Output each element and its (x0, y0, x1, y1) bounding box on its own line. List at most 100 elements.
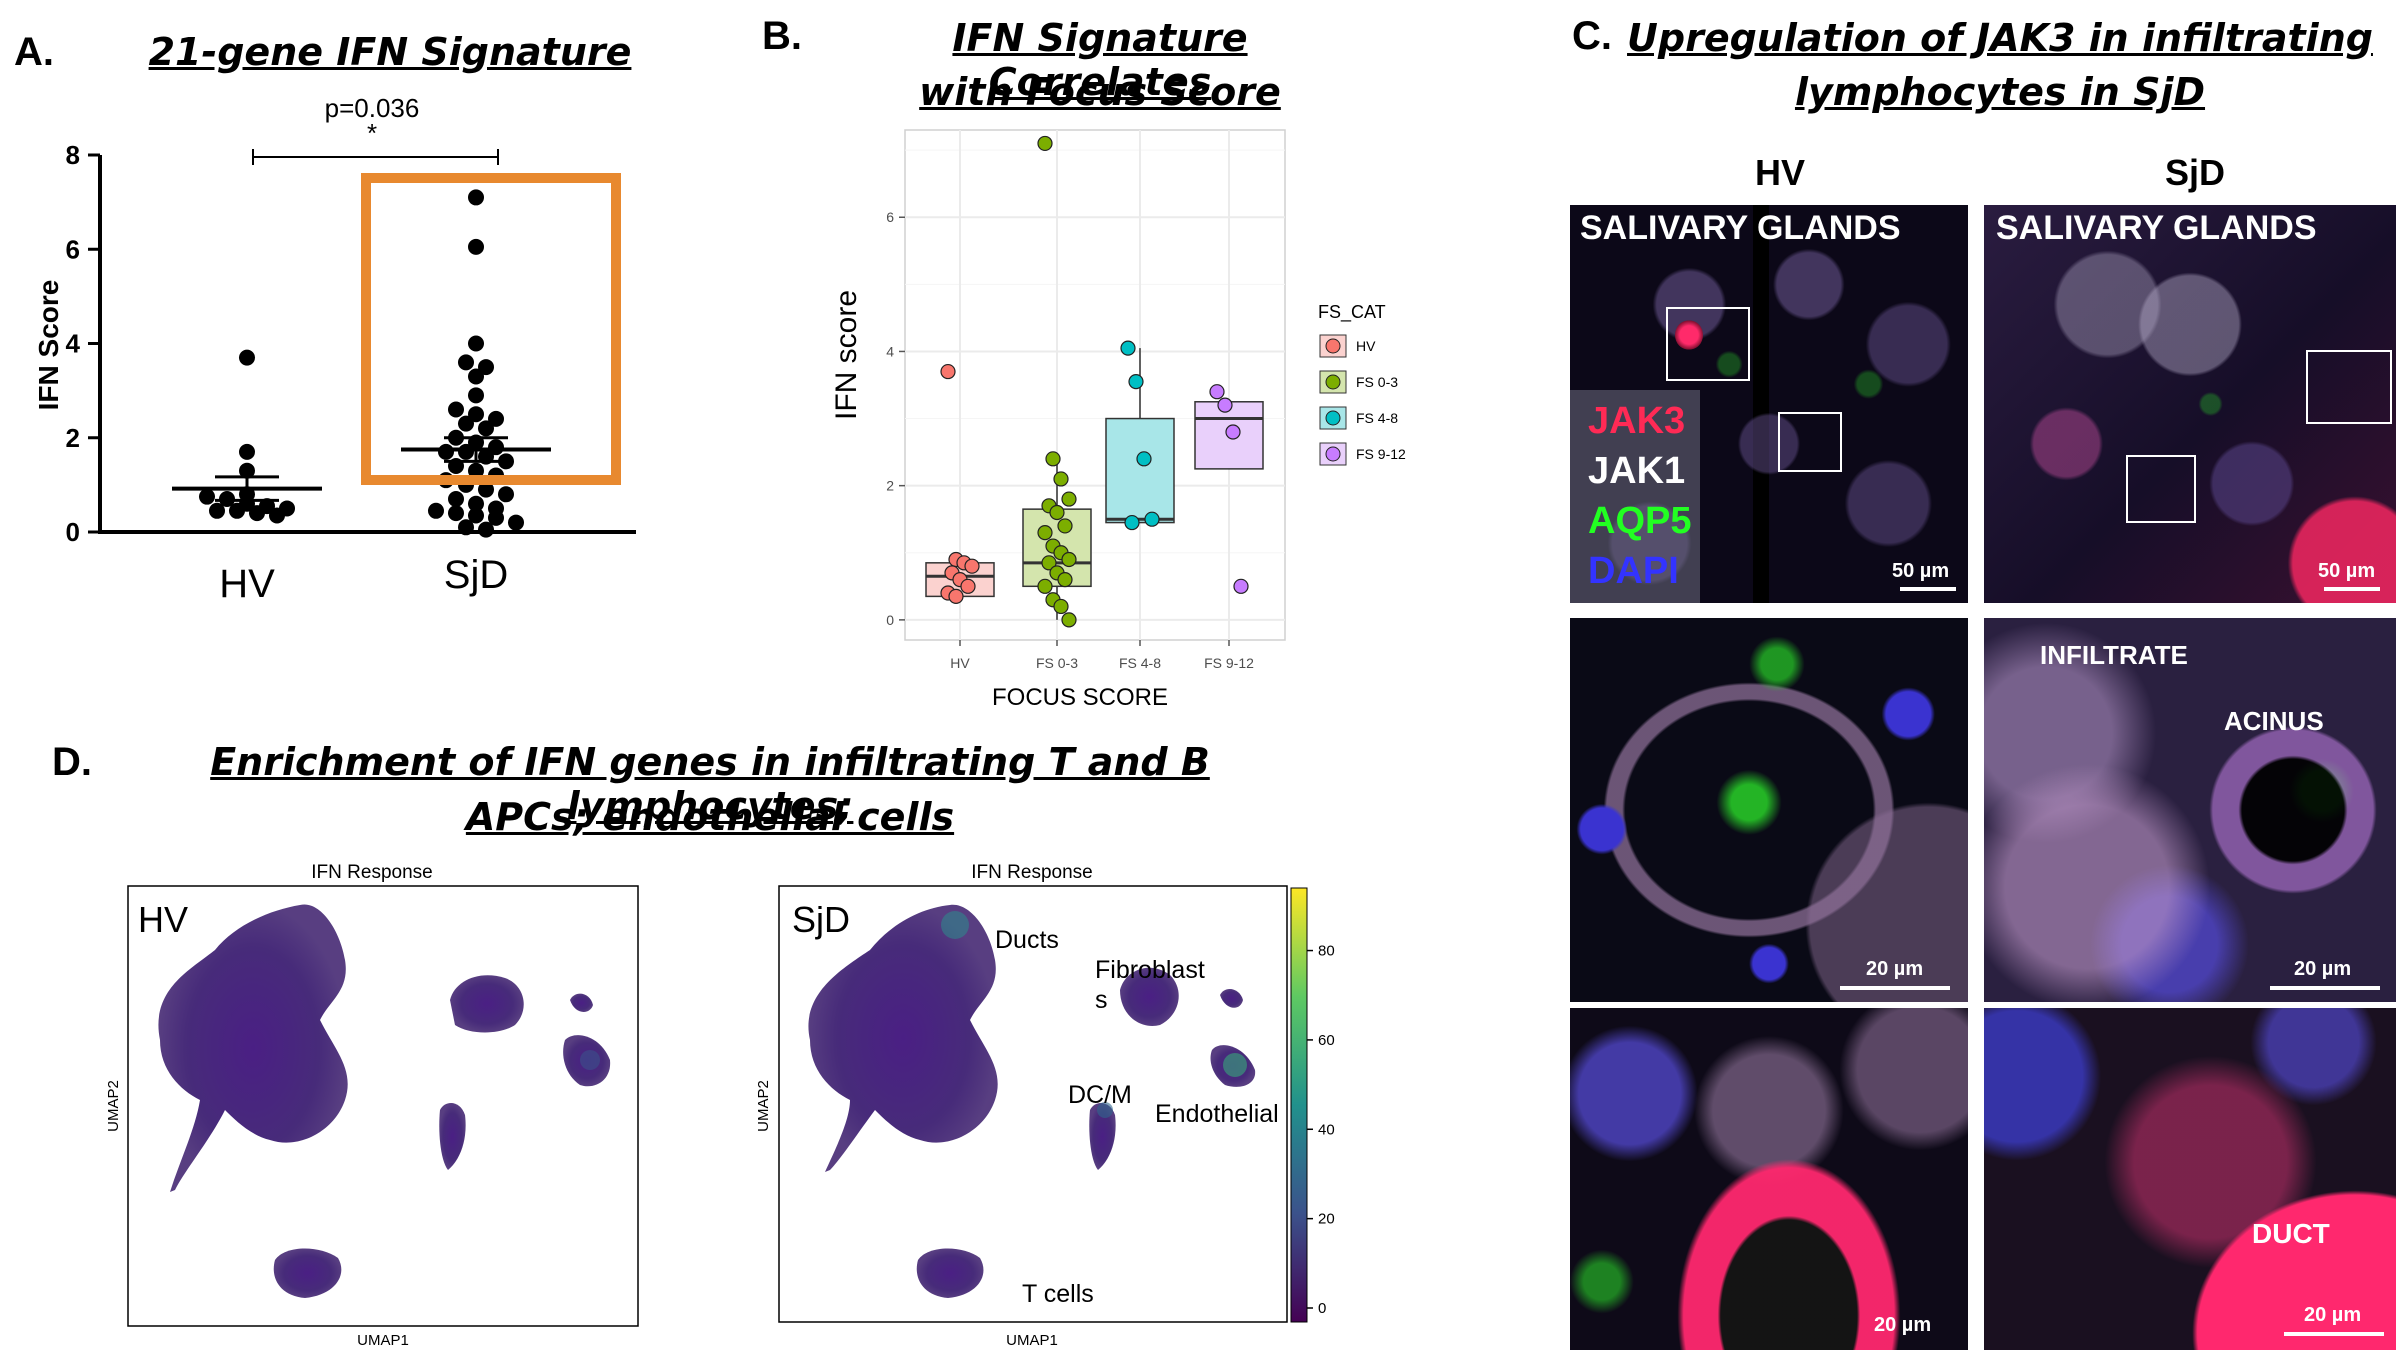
scale-label-20: 20 µm (2294, 958, 2352, 980)
data-point (468, 238, 484, 255)
data-point (1144, 511, 1160, 527)
data-point (259, 498, 275, 515)
data-point (468, 462, 484, 479)
legend-label: FS 9-12 (1356, 446, 1406, 462)
sjd-endothelial-hotspot (1223, 1053, 1247, 1077)
data-point (478, 359, 494, 376)
data-point (1037, 525, 1053, 541)
colorbar-tick-label: 40 (1318, 1121, 1335, 1138)
data-point (478, 420, 494, 437)
cluster-label-fibroblasts-wrap: s (1095, 986, 1108, 1014)
colorbar-tick-label: 60 (1318, 1032, 1335, 1049)
y-tick-label: 0 (66, 517, 80, 547)
plot-background (904, 129, 1286, 641)
scale-label-50-sjd: 50 µm (2318, 560, 2376, 582)
mean-sem-bars (172, 436, 551, 502)
data-point (940, 363, 956, 380)
data-point (1209, 384, 1225, 400)
panel-c-letter: C. (1572, 14, 1612, 58)
x-label-sjd: SjD (444, 553, 508, 597)
data-point (239, 443, 255, 460)
data-point (1053, 471, 1069, 487)
jak3-hotspot (1675, 320, 1703, 350)
legend-label: FS 4-8 (1356, 410, 1398, 426)
y-tick-label: 2 (886, 478, 894, 494)
channel-jak3: JAK3 (1588, 400, 1686, 442)
legend-item: FS 4-8 (1319, 406, 1398, 430)
sjd-highlight-box (361, 173, 621, 485)
data-point (468, 495, 484, 512)
data-point (508, 514, 524, 531)
data-point (468, 335, 484, 352)
data-point (209, 502, 225, 519)
y-tick-label: 6 (886, 209, 894, 225)
scale-bar-20 (2284, 1332, 2384, 1336)
scale-label-20: 20 µm (2304, 1304, 2362, 1326)
column-label-sjd: SjD (2164, 152, 2225, 193)
y-tick-label: 8 (66, 140, 80, 170)
panel-b-letter: B. (762, 14, 802, 58)
channel-jak1: JAK1 (1588, 450, 1686, 492)
data-point (1037, 578, 1053, 594)
legend: HV FS 0-3 FS 4-8 FS 9-12 (1319, 334, 1406, 466)
scale-bar-50-sjd (2324, 587, 2380, 591)
panel-c-title-line1: Upregulation of JAK3 in infiltrating (1627, 16, 2373, 60)
data-point (1053, 598, 1069, 615)
data-point (1041, 555, 1057, 571)
data-point (448, 491, 464, 508)
x-label-hv: HV (219, 562, 275, 606)
micrograph-sjd-overview: SALIVARY GLANDS 50 µm (1984, 205, 2396, 603)
legend-label: FS 0-3 (1356, 374, 1398, 390)
sjd-clusters (808, 904, 1256, 1298)
data-point (1037, 135, 1053, 152)
data-point (948, 588, 964, 604)
x-tick-label: FS 4-8 (1119, 655, 1161, 671)
duct-label: DUCT (2252, 1218, 2330, 1249)
legend-item: FS 0-3 (1319, 370, 1398, 394)
x-tick-label: HV (950, 655, 970, 671)
legend-marker (1325, 410, 1341, 426)
legend-item: FS 9-12 (1319, 442, 1406, 466)
data-point (1225, 424, 1241, 440)
data-point (438, 443, 454, 460)
data-point (458, 354, 474, 371)
data-point (1136, 451, 1152, 467)
panel-a-letter: A. (14, 30, 54, 74)
data-point (1057, 518, 1073, 534)
points (940, 135, 1249, 628)
y-tick-label: 2 (66, 423, 80, 453)
data-point (458, 519, 474, 536)
data-point (488, 439, 504, 456)
colorbar (1290, 887, 1308, 1323)
data-point (964, 558, 980, 574)
data-point (458, 415, 474, 432)
cluster-label-tcells: T cells (1022, 1280, 1094, 1308)
data-point (468, 406, 484, 423)
infiltrate-label: INFILTRATE (2040, 640, 2188, 670)
column-label-hv: HV (1754, 152, 1805, 193)
data-point (468, 387, 484, 404)
hv-umap-label: HV (138, 899, 188, 940)
data-point (1120, 340, 1136, 356)
sjd-umap-label: SjD (792, 899, 850, 940)
scale-label-20: 20 µm (1874, 1314, 1932, 1336)
hv-umap-title: IFN Response (311, 862, 432, 883)
panel-a-pvalue: p=0.036 (325, 93, 420, 123)
y-tick-label: 0 (886, 612, 894, 628)
legend-marker (1325, 446, 1341, 462)
scale-label-20: 20 µm (1866, 958, 1924, 980)
data-point (1061, 491, 1077, 507)
sjd-umap-title: IFN Response (971, 862, 1092, 883)
data-point (1128, 374, 1144, 390)
micrograph-hv-zoom-duct: 20 µm (1570, 1008, 1968, 1350)
legend-label: HV (1356, 338, 1376, 354)
sjd-dots (428, 189, 524, 538)
data-point (468, 507, 484, 524)
hv-clusters (158, 904, 611, 1298)
panel-c-title-line2: lymphocytes in SjD (1794, 70, 2206, 114)
cluster-label-endothelial: Endothelial (1155, 1100, 1279, 1128)
micrograph-sjd-zoom-duct: DUCT 20 µm (1984, 1008, 2396, 1350)
